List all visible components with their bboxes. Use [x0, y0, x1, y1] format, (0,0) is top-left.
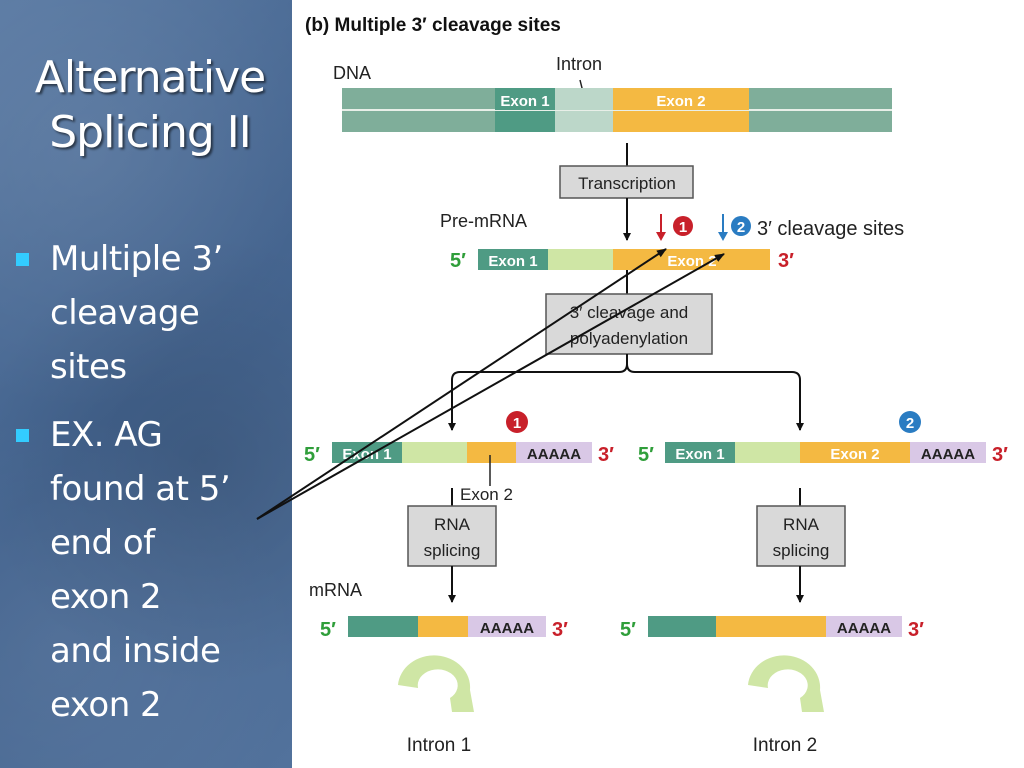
right-splicing-line-1: RNA — [783, 515, 820, 534]
right-product-badge — [899, 411, 921, 433]
left-splicing-line-1: RNA — [434, 515, 471, 534]
intron2-lariat — [748, 655, 824, 712]
right-mrna-exon2 — [716, 616, 826, 637]
dna-intron-bottom — [555, 111, 613, 132]
bullet-marker-icon — [16, 429, 29, 442]
dna-exon1-top — [495, 88, 555, 110]
left-mrna-exon1 — [348, 616, 418, 637]
slide-title: Alternative Splicing II — [0, 50, 300, 160]
intron-label: Intron — [556, 54, 602, 74]
right-product-polya — [910, 442, 986, 463]
title-line-1: Alternative — [34, 52, 266, 103]
branch-arrow-right — [626, 363, 804, 431]
diagram-heading: (b) Multiple 3′ cleavage sites — [305, 15, 561, 36]
dna-exon2-label: Exon 2 — [656, 93, 705, 110]
left-mrna-polya-label: AAAAA — [480, 620, 534, 637]
site2-number: 2 — [737, 219, 745, 236]
right-mrna-5prime: 5′ — [620, 619, 636, 641]
cleavage-box-line-2: polyadenylation — [570, 329, 688, 348]
right-product-intron — [735, 442, 800, 463]
right-mrna-exon1 — [648, 616, 716, 637]
alternative-splicing-diagram: (b) Multiple 3′ cleavage sites DNA Intro… — [304, 15, 1008, 756]
cleavage-sites-label: 3′ cleavage sites — [757, 218, 904, 240]
bullet-1-line-3: sites — [50, 347, 127, 387]
right-mrna-polya — [826, 616, 902, 637]
cleavage-box — [545, 293, 713, 355]
bullet-2-line-6: exon 2 — [50, 685, 162, 725]
left-mrna-exon2 — [418, 616, 468, 637]
premrna-exon1 — [478, 249, 548, 270]
left-mrna-3prime: 3′ — [552, 619, 568, 641]
right-splicing-line-2: splicing — [773, 541, 830, 560]
site2-badge — [731, 216, 751, 236]
site1-badge — [673, 216, 693, 236]
left-product-intron — [402, 442, 467, 463]
bullet-marker-icon — [16, 253, 29, 266]
mrna-label: mRNA — [309, 580, 362, 600]
left-product-exon2-label: Exon 2 — [460, 485, 513, 504]
dna-exon1-bottom — [495, 111, 555, 132]
right-product-exon2 — [800, 442, 910, 463]
left-product-exon2 — [467, 442, 516, 463]
dna-exon1-label: Exon 1 — [500, 93, 549, 110]
premrna-exon2 — [613, 249, 770, 270]
premrna-label: Pre-mRNA — [440, 211, 527, 231]
transcription-box — [559, 165, 694, 199]
right-mrna-polya-label: AAAAA — [837, 620, 891, 637]
left-product-polya-label: AAAAA — [527, 446, 581, 463]
right-product-3prime: 3′ — [992, 444, 1008, 466]
left-mrna-5prime: 5′ — [320, 619, 336, 641]
left-splicing-line-2: splicing — [424, 541, 481, 560]
annotation-arrow-to-site1 — [256, 248, 667, 520]
annotation-arrow-to-site2 — [256, 253, 725, 520]
site1-arrowhead — [656, 232, 666, 241]
bullet-2-line-1: EX. AG — [50, 415, 163, 455]
right-product-polya-label: AAAAA — [921, 446, 975, 463]
title-panel: Alternative Splicing II Multiple 3’ clea… — [0, 0, 292, 768]
dna-exon2-bottom — [613, 111, 749, 132]
right-product-5prime: 5′ — [638, 444, 654, 466]
right-product-number: 2 — [906, 415, 914, 432]
left-product-number: 1 — [513, 415, 521, 432]
premrna-intron — [548, 249, 613, 270]
bullet-2-line-3: end of — [50, 523, 155, 563]
title-line-2: Splicing II — [49, 107, 251, 158]
right-mrna-3prime: 3′ — [908, 619, 924, 641]
dna-exon2-top — [613, 88, 749, 110]
intron2-label: Intron 2 — [753, 735, 817, 756]
bullet-2-line-4: exon 2 — [50, 577, 162, 617]
transcription-label: Transcription — [578, 174, 676, 193]
bullet-1-line-2: cleavage — [50, 293, 200, 333]
right-product-exon1 — [665, 442, 735, 463]
dna-strand — [342, 88, 892, 132]
bullet-2-line-5: and inside — [50, 631, 221, 671]
bullet-1-line-1: Multiple 3’ — [50, 239, 223, 279]
bullet-2-line-2: found at 5’ — [50, 469, 231, 509]
left-mrna-polya — [468, 616, 546, 637]
left-product-badge — [506, 411, 528, 433]
premrna-5prime: 5′ — [450, 250, 466, 272]
right-product-exon2-label: Exon 2 — [830, 446, 879, 463]
intron1-label: Intron 1 — [407, 735, 471, 756]
right-product-exon1-label: Exon 1 — [675, 446, 724, 463]
dna-intron-top — [555, 88, 613, 110]
cleavage-box-line-1: 3′ cleavage and — [570, 303, 689, 322]
dna-label: DNA — [333, 63, 371, 83]
premrna-3prime: 3′ — [778, 250, 794, 272]
left-product-5prime: 5′ — [304, 444, 320, 466]
right-splicing-box — [756, 505, 846, 567]
site2-arrowhead — [718, 232, 728, 241]
site1-number: 1 — [679, 219, 687, 236]
premrna-exon1-label: Exon 1 — [488, 253, 537, 270]
intron1-lariat — [398, 655, 474, 712]
left-product-polya — [516, 442, 592, 463]
left-product-3prime: 3′ — [598, 444, 614, 466]
